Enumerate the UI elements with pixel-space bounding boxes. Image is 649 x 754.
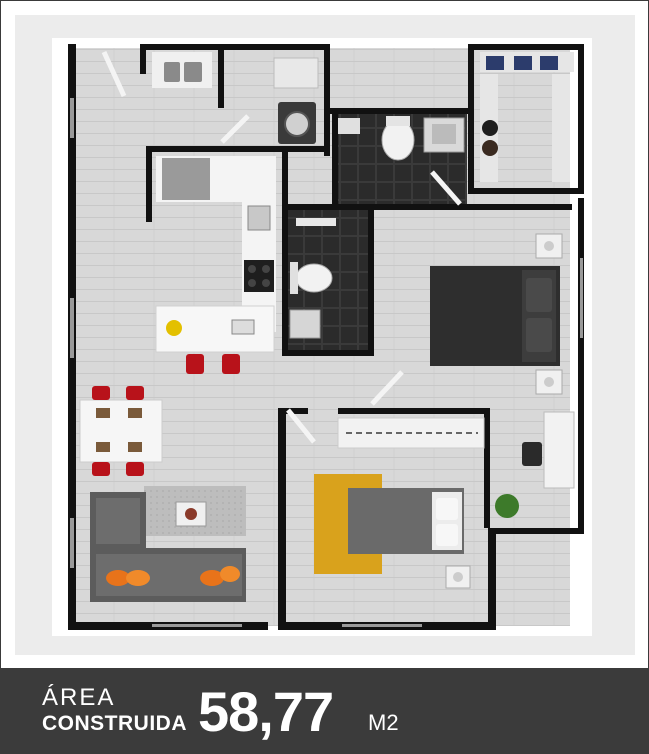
laundry-area [152,52,319,144]
second-bedroom [314,417,485,589]
area-value: 58,77 [198,680,334,743]
area-label-line-1: ÁREA [42,684,116,711]
living-room [90,486,246,602]
closet-top-right [480,52,574,182]
dining-area [79,386,163,476]
area-label-line-2: CONSTRUIDA [42,712,187,735]
bathroom-2 [289,218,336,339]
area-unit: M2 [368,710,399,735]
floor-plan [52,38,592,636]
floor-plan-drawing [52,38,584,636]
master-bedroom [430,233,575,518]
bathroom-1 [338,116,465,161]
footer-bar [0,668,649,754]
windows [70,98,583,627]
kitchen [155,156,276,374]
door-openings [101,50,462,444]
